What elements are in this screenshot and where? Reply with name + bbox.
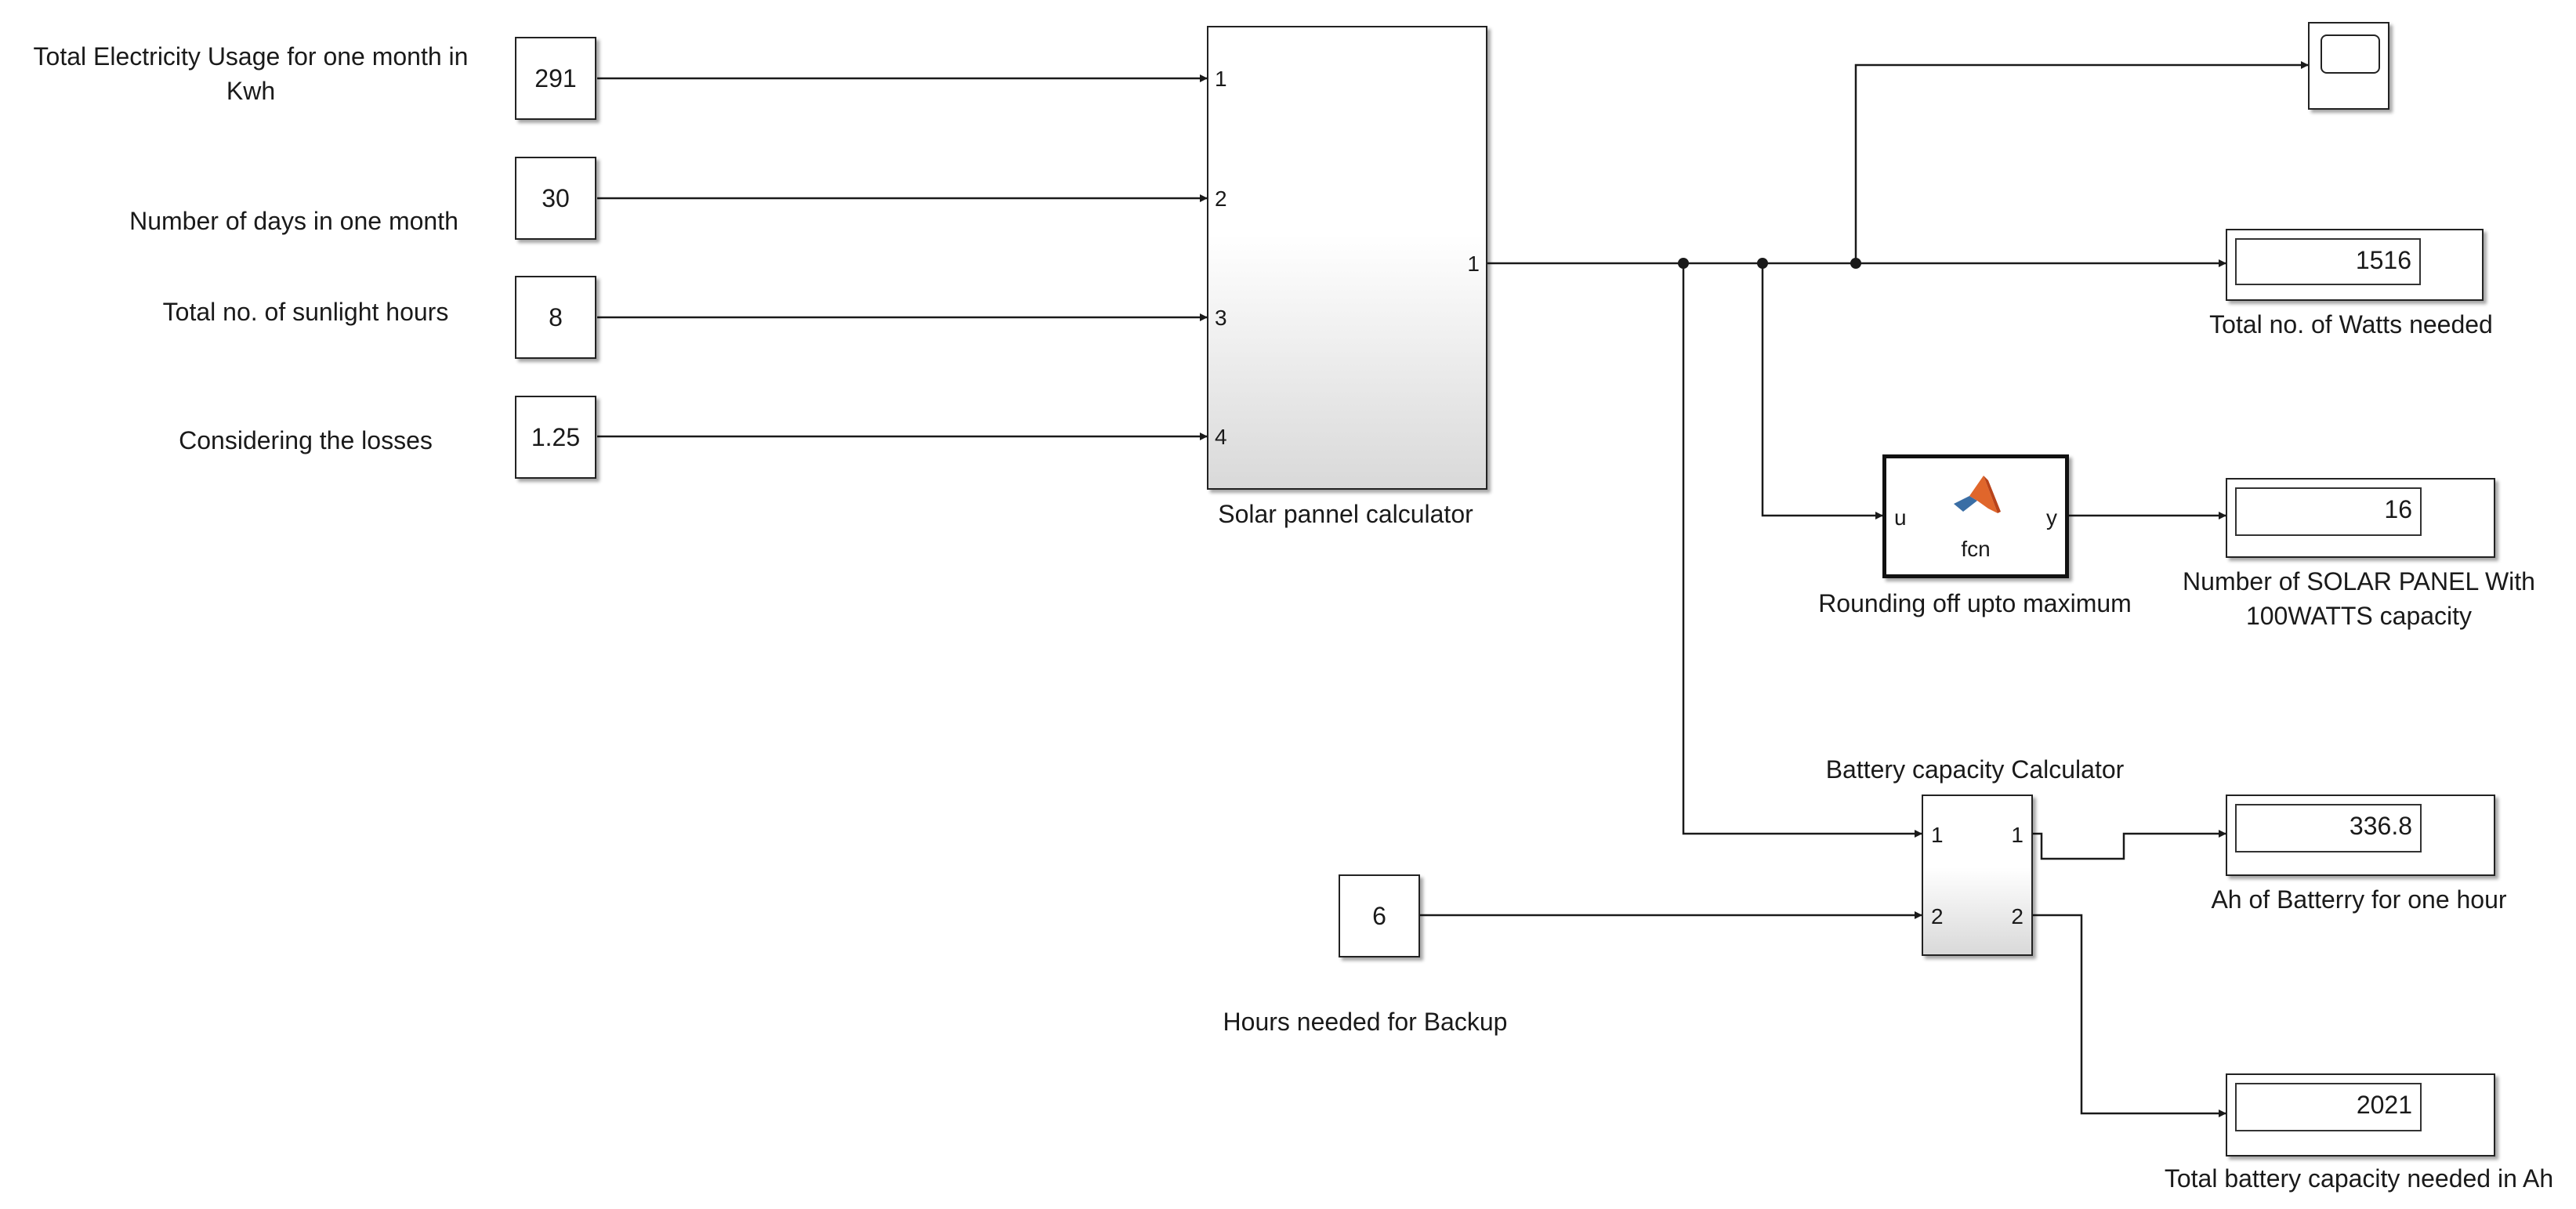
constant-block-backup[interactable]: 6 [1339, 874, 1420, 957]
fcn-in-port: u [1894, 505, 1907, 530]
display-panels-value: 16 [2235, 487, 2422, 536]
signal-line [2030, 914, 2226, 1117]
battery-out-port-1: 1 [2011, 823, 2023, 847]
signal-line [1854, 61, 2309, 263]
branch-point [1757, 258, 1768, 269]
display-watts-label: Total no. of Watts needed [2209, 310, 2493, 338]
display-ah-hour-value: 336.8 [2235, 804, 2422, 852]
display-ah-hour-label: Ah of Batterry for one hour [2211, 885, 2507, 914]
display-total-ah-value: 2021 [2235, 1083, 2422, 1131]
branch-point [1850, 258, 1861, 269]
solar-calculator-block[interactable]: 1 2 3 4 1 [1207, 26, 1487, 490]
display-watts[interactable]: 1516 [2226, 229, 2484, 301]
display-watts-value: 1516 [2235, 238, 2421, 285]
constant-block-losses[interactable]: 1.25 [515, 396, 596, 479]
battery-out-port-2: 2 [2011, 904, 2023, 928]
matlab-logo-icon [1954, 476, 2001, 513]
battery-calculator-label: Battery capacity Calculator [1825, 755, 2125, 784]
rounding-function-block[interactable]: u y fcn [1882, 454, 2069, 578]
battery-in-port-2: 2 [1931, 904, 1944, 928]
display-total-ah-label: Total battery capacity needed in Ah [2164, 1164, 2554, 1193]
fcn-out-port: y [2046, 505, 2057, 530]
signal-line [1682, 263, 1922, 838]
in-port-4: 4 [1215, 425, 1227, 449]
backup-label: Hours needed for Backup [1223, 1008, 1508, 1036]
constant-block-days[interactable]: 30 [515, 157, 596, 240]
scope-icon [2321, 34, 2380, 74]
in-port-2: 2 [1215, 186, 1227, 211]
display-ah-hour[interactable]: 336.8 [2226, 795, 2495, 876]
constant-block-sunlight[interactable]: 8 [515, 276, 596, 359]
fcn-name: fcn [1961, 537, 1991, 561]
scope-block[interactable] [2308, 22, 2389, 110]
input-label-losses: Considering the losses [179, 426, 433, 454]
signal-line [1761, 263, 1883, 519]
display-panels-label: Number of SOLAR PANEL With 100WATTS capa… [2183, 567, 2535, 630]
in-port-1: 1 [1215, 67, 1227, 91]
branch-point [1678, 258, 1689, 269]
battery-calculator-block[interactable]: 1 2 1 2 [1922, 795, 2033, 956]
solar-calculator-label: Solar pannel calculator [1218, 500, 1473, 528]
rounding-function-label: Rounding off upto maximum [1818, 589, 2132, 617]
signal-line [2030, 830, 2226, 860]
display-panels[interactable]: 16 [2226, 478, 2495, 558]
battery-in-port-1: 1 [1931, 823, 1944, 847]
input-label-electricity: Total Electricity Usage for one month in… [33, 42, 469, 105]
constant-block-electricity[interactable]: 291 [515, 37, 596, 120]
out-port-1: 1 [1467, 252, 1480, 276]
display-total-ah[interactable]: 2021 [2226, 1073, 2495, 1157]
input-label-days: Number of days in one month [129, 207, 458, 235]
in-port-3: 3 [1215, 306, 1227, 330]
input-label-sunlight: Total no. of sunlight hours [162, 298, 449, 326]
